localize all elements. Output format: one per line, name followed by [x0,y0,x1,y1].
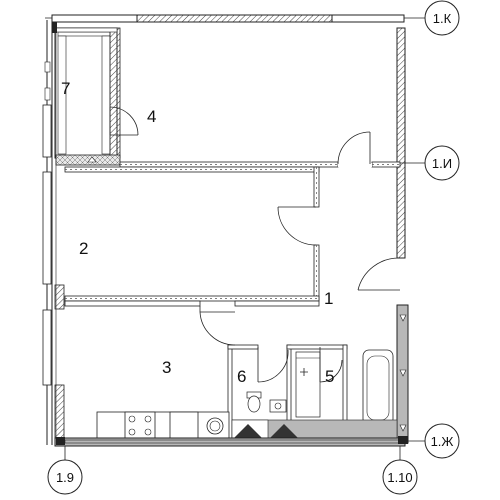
inner-details [52,28,408,445]
room-label-7: 7 [61,79,70,98]
balcony-enclosure [54,27,121,159]
room-label-1: 1 [324,289,333,308]
right-exterior-wall-lower [396,304,409,444]
room-label-6: 6 [237,367,246,386]
axis-marker-1I: 1.И [424,145,460,181]
axis-label-1-9: 1.9 [56,470,74,485]
top-exterior-wall [51,14,405,28]
axis-label-1-10: 1.10 [387,470,412,485]
room-label-4: 4 [147,107,156,126]
axis-label-1Zh: 1.Ж [431,434,454,449]
room-label-2: 2 [79,239,88,258]
axis-marker-1K: 1.К [424,0,460,36]
doors [109,106,401,383]
room-labels: 7 4 2 1 3 6 5 [61,79,334,386]
room2-partition [313,166,320,301]
axis-marker-1-9: 1.9 [47,459,83,495]
axis-marker-1-10: 1.10 [382,459,418,495]
axis-label-1K: 1.К [433,11,452,26]
room-label-5: 5 [325,367,334,386]
kitchen-counter [96,411,230,441]
room-label-3: 3 [162,358,171,377]
bottom-exterior-wall [54,437,406,447]
bathroom-block [227,344,398,441]
left-exterior-wall [42,20,65,445]
axis-label-1I: 1.И [432,156,452,171]
wall-2-3 [64,295,320,307]
axis-marker-1Zh: 1.Ж [424,423,460,459]
right-exterior-wall-upper [396,27,406,259]
